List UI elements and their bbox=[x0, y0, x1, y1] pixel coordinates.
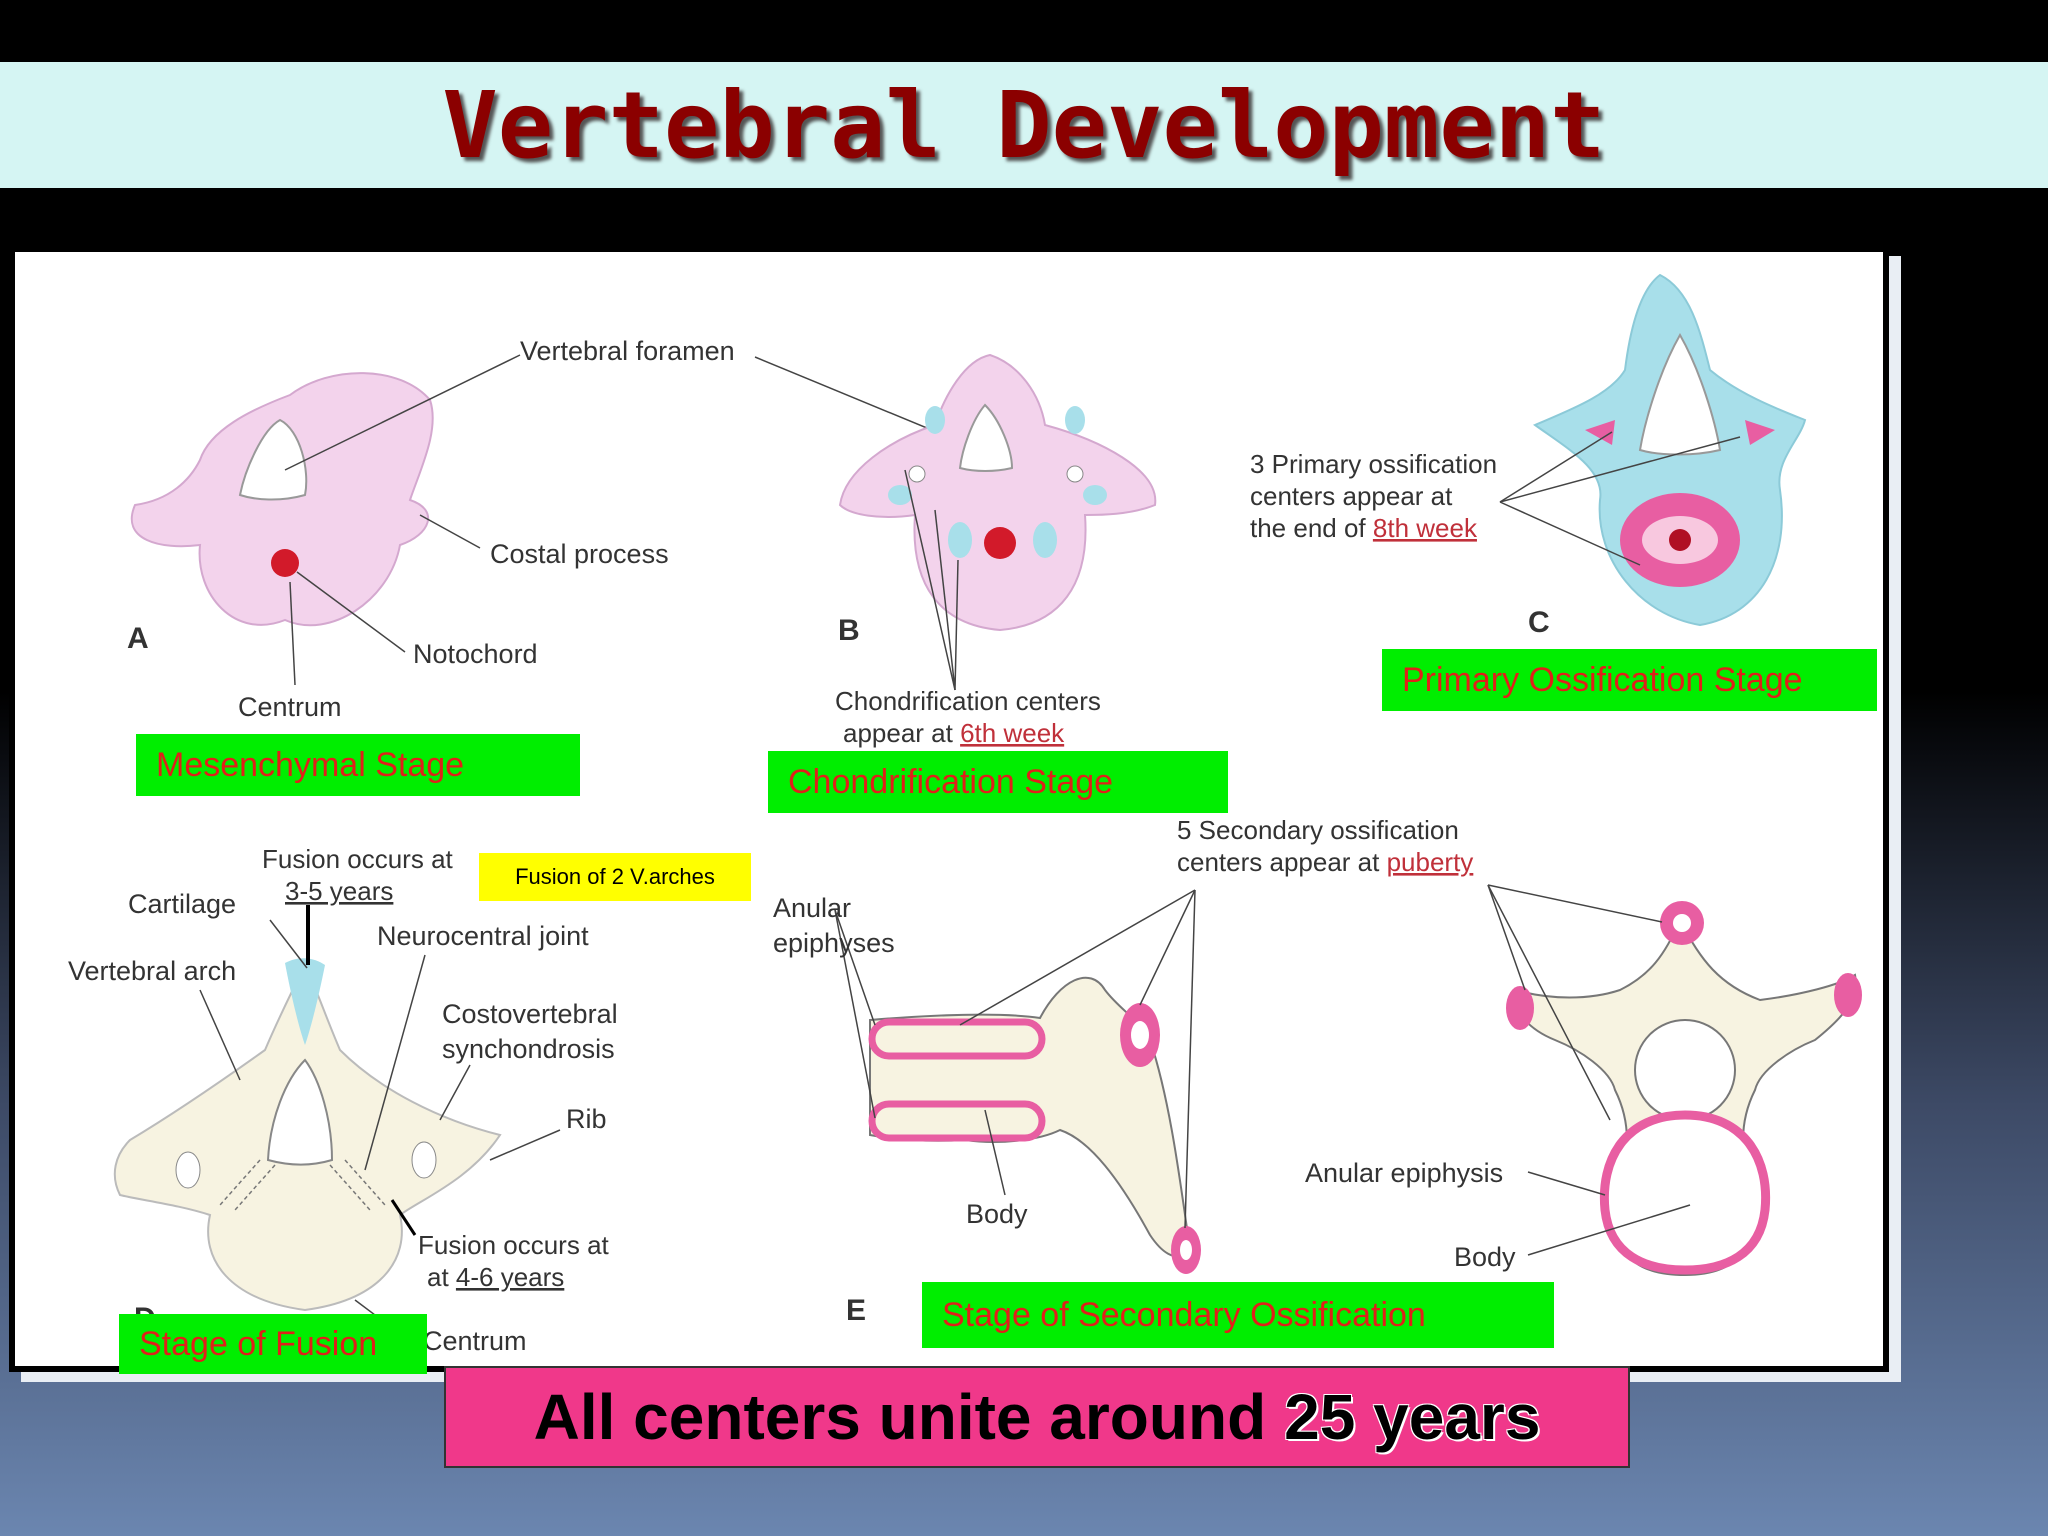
label-vertebral-arch: Vertebral arch bbox=[68, 956, 236, 986]
footer-highlight: 25 years bbox=[1284, 1381, 1541, 1453]
label-anular-epiphyses-2: epiphyses bbox=[773, 928, 895, 958]
primary-link-8th-week: 8th week bbox=[1373, 513, 1478, 543]
label-anular-epiphysis: Anular epiphysis bbox=[1305, 1158, 1503, 1188]
fusion-bottom-line1: Fusion occurs at bbox=[418, 1230, 610, 1260]
label-cartilage: Cartilage bbox=[128, 889, 236, 919]
label-panel-c: C bbox=[1528, 606, 1550, 639]
stage-chondrification: Chondrification Stage bbox=[768, 751, 1228, 813]
vertebra-d bbox=[113, 905, 561, 1331]
secondary-link-puberty: puberty bbox=[1387, 847, 1474, 877]
footer-text: All centers unite around bbox=[533, 1381, 1267, 1453]
chondrification-line2-pre: appear at bbox=[843, 718, 960, 748]
secondary-line1: 5 Secondary ossification bbox=[1177, 815, 1459, 845]
label-vertebral-foramen: Vertebral foramen bbox=[520, 336, 735, 366]
label-panel-e: E bbox=[846, 1294, 866, 1327]
fusion-link-3-5-years: 3-5 years bbox=[285, 876, 393, 906]
label-centrum: Centrum bbox=[238, 692, 342, 722]
fusion-link-4-6-years: 4-6 years bbox=[456, 1262, 564, 1292]
label-panel-a: A bbox=[127, 622, 149, 655]
label-notochord: Notochord bbox=[413, 639, 538, 669]
label-panel-b: B bbox=[838, 614, 860, 647]
label-costovertebral-1: Costovertebral bbox=[442, 999, 618, 1029]
secondary-line2: centers appear at puberty bbox=[1177, 847, 1473, 877]
primary-line3: the end of 8th week bbox=[1250, 513, 1478, 543]
chondrification-link-6th-week: 6th week bbox=[960, 718, 1065, 748]
note-fusion-arches: Fusion of 2 V.arches bbox=[479, 853, 751, 901]
stage-secondary-ossification: Stage of Secondary Ossification bbox=[922, 1282, 1554, 1348]
primary-line3-pre: the end of bbox=[1250, 513, 1373, 543]
primary-line1: 3 Primary ossification bbox=[1250, 449, 1497, 479]
vertebra-e-superior bbox=[1487, 884, 1862, 1277]
fusion-top-line1: Fusion occurs at bbox=[262, 844, 454, 874]
footer-banner: All centers unite around 25 years bbox=[444, 1366, 1630, 1468]
vertebra-c bbox=[1499, 273, 1807, 627]
chondrification-line2: appear at 6th week bbox=[843, 718, 1065, 748]
label-centrum-d: Centrum bbox=[423, 1326, 527, 1356]
label-costal-process: Costal process bbox=[490, 539, 669, 569]
vertebra-b bbox=[838, 353, 1157, 691]
stage-mesenchymal: Mesenchymal Stage bbox=[136, 734, 580, 796]
label-body: Body bbox=[966, 1199, 1028, 1229]
stage-primary-ossification: Primary Ossification Stage bbox=[1382, 649, 1877, 711]
label-rib: Rib bbox=[566, 1104, 607, 1134]
label-anular-epiphyses-1: Anular bbox=[773, 893, 851, 923]
secondary-line2-pre: centers appear at bbox=[1177, 847, 1387, 877]
fusion-bottom-line2: at 4-6 years bbox=[427, 1262, 564, 1292]
label-costovertebral-2: synchondrosis bbox=[442, 1034, 615, 1064]
label-body-right: Body bbox=[1454, 1242, 1516, 1272]
label-neurocentral-joint: Neurocentral joint bbox=[377, 921, 589, 951]
vertebra-a bbox=[130, 354, 521, 686]
title-band: Vertebral Development bbox=[0, 62, 2048, 188]
fusion-bottom-line2-pre: at bbox=[427, 1262, 456, 1292]
stage-fusion: Stage of Fusion bbox=[119, 1314, 427, 1374]
vertebra-e-lateral bbox=[834, 889, 1201, 1274]
page-title: Vertebral Development bbox=[442, 71, 1606, 179]
primary-line2: centers appear at bbox=[1250, 481, 1453, 511]
chondrification-line1: Chondrification centers bbox=[835, 686, 1101, 716]
